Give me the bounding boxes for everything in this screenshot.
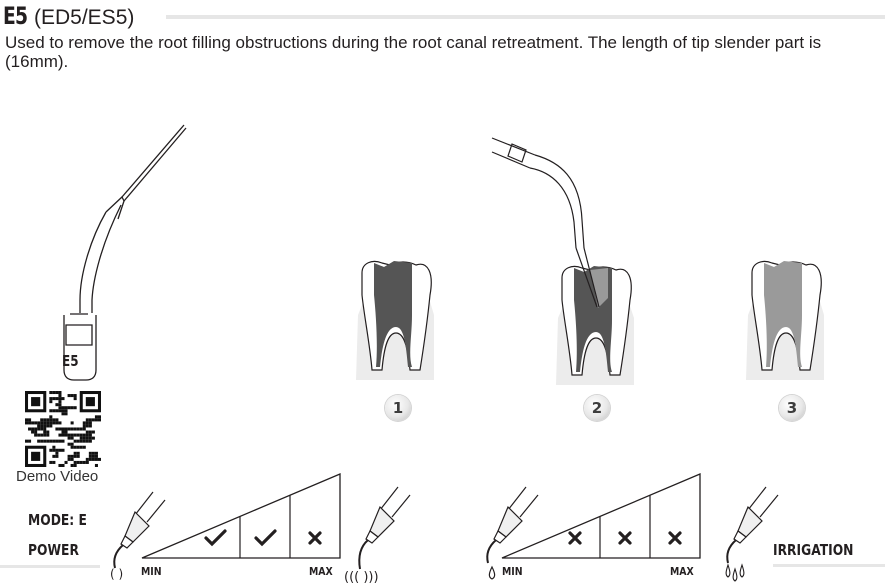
step-badge-2: 2 — [584, 395, 610, 421]
tip-variants: (ED5/ES5) — [34, 6, 135, 29]
handpiece-max-irrigation-icon — [725, 486, 779, 582]
bottom-left-divider — [0, 565, 100, 568]
power-max-label: MAX — [309, 565, 333, 578]
svg-text:( ): ( ) — [110, 567, 123, 581]
irrigation-min-label: MIN — [502, 565, 523, 578]
tooth-step-1-illustration — [356, 260, 434, 380]
power-min-label: MIN — [141, 565, 162, 578]
irrigation-level-chart — [501, 473, 701, 559]
bottom-right-divider — [773, 564, 885, 567]
tip-description: Used to remove the root filling obstruct… — [5, 33, 822, 71]
power-level-chart — [141, 473, 341, 559]
irrigation-max-label: MAX — [670, 565, 694, 578]
power-label: POWER — [28, 541, 79, 559]
handpiece-min-power-icon: ( ) — [110, 491, 166, 581]
tip-code: E5 — [3, 2, 28, 30]
svg-text:((( ))): ((( ))) — [344, 570, 379, 585]
tooth-step-2-illustration — [491, 137, 634, 385]
irrigation-level-1-cross-icon — [568, 531, 582, 545]
irrigation-label: IRRIGATION — [773, 541, 854, 559]
mode-label: MODE: E — [28, 511, 87, 529]
power-level-2-check-icon — [254, 529, 277, 547]
tip-engraving: E5 — [62, 352, 79, 370]
step-badge-1: 1 — [385, 395, 411, 421]
step-badge-3: 3 — [779, 395, 805, 421]
power-level-1-check-icon — [204, 529, 227, 547]
irrigation-level-3-cross-icon — [668, 531, 682, 545]
handpiece-min-irrigation-icon — [486, 486, 539, 580]
irrigation-triangle — [501, 473, 701, 559]
handpiece-max-power-icon: ((( ))) — [344, 486, 411, 585]
irrigation-level-2-cross-icon — [618, 531, 632, 545]
qr-code[interactable] — [25, 391, 101, 467]
ultrasonic-tip-illustration — [63, 124, 187, 381]
demo-video-caption[interactable]: Demo Video — [16, 468, 99, 485]
power-triangle — [141, 473, 341, 559]
power-level-3-cross-icon — [308, 531, 322, 545]
title-divider — [166, 15, 885, 19]
tooth-step-3-illustration — [746, 260, 824, 380]
